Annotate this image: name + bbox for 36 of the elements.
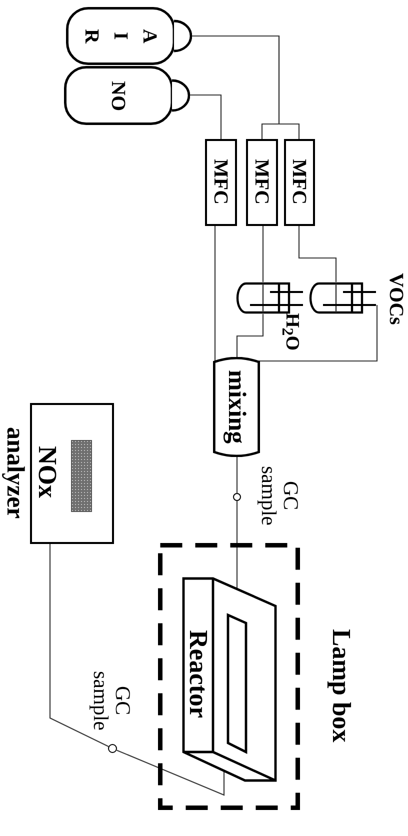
gas-line bbox=[49, 544, 109, 747]
bubbler-bottle bbox=[309, 282, 377, 314]
gas-line bbox=[192, 35, 300, 139]
gas-line bbox=[190, 94, 222, 139]
gas-line bbox=[257, 305, 378, 362]
reactor-label: Reactor bbox=[185, 630, 211, 718]
chamber-label: mixing bbox=[224, 370, 249, 444]
gas-line bbox=[236, 314, 264, 358]
mixing-chamber bbox=[213, 357, 260, 457]
sample-port bbox=[108, 744, 117, 753]
cylinder-label: NO bbox=[108, 80, 128, 110]
analyzer-label: NOx bbox=[34, 446, 60, 498]
bubbler-bottle bbox=[236, 282, 304, 314]
gas-cylinder bbox=[66, 7, 192, 65]
gas-line bbox=[298, 226, 337, 282]
flow-controller bbox=[205, 139, 237, 226]
gas-line bbox=[262, 226, 264, 282]
reactor bbox=[182, 577, 277, 782]
controller-label: MFC bbox=[252, 159, 272, 205]
flow-controller bbox=[284, 139, 315, 226]
analyzer-unit bbox=[1, 403, 114, 544]
bubbler-label: VOCs bbox=[386, 273, 406, 325]
controller-label: MFC bbox=[289, 159, 309, 205]
gas-cylinder bbox=[64, 66, 190, 125]
port-label: GC sample bbox=[258, 465, 302, 528]
analyzer-label: analyzer bbox=[2, 427, 28, 519]
cylinder-label: A I R bbox=[80, 28, 162, 46]
lamp-box-title: Lamp box bbox=[328, 629, 354, 743]
gas-line bbox=[214, 226, 216, 362]
gas-line bbox=[236, 501, 238, 588]
port-label: GC sample bbox=[90, 670, 134, 733]
controller-label: MFC bbox=[210, 159, 230, 205]
flow-controller bbox=[246, 139, 278, 226]
gas-line bbox=[116, 750, 225, 796]
gas-line bbox=[236, 456, 238, 493]
sample-port bbox=[233, 493, 241, 501]
